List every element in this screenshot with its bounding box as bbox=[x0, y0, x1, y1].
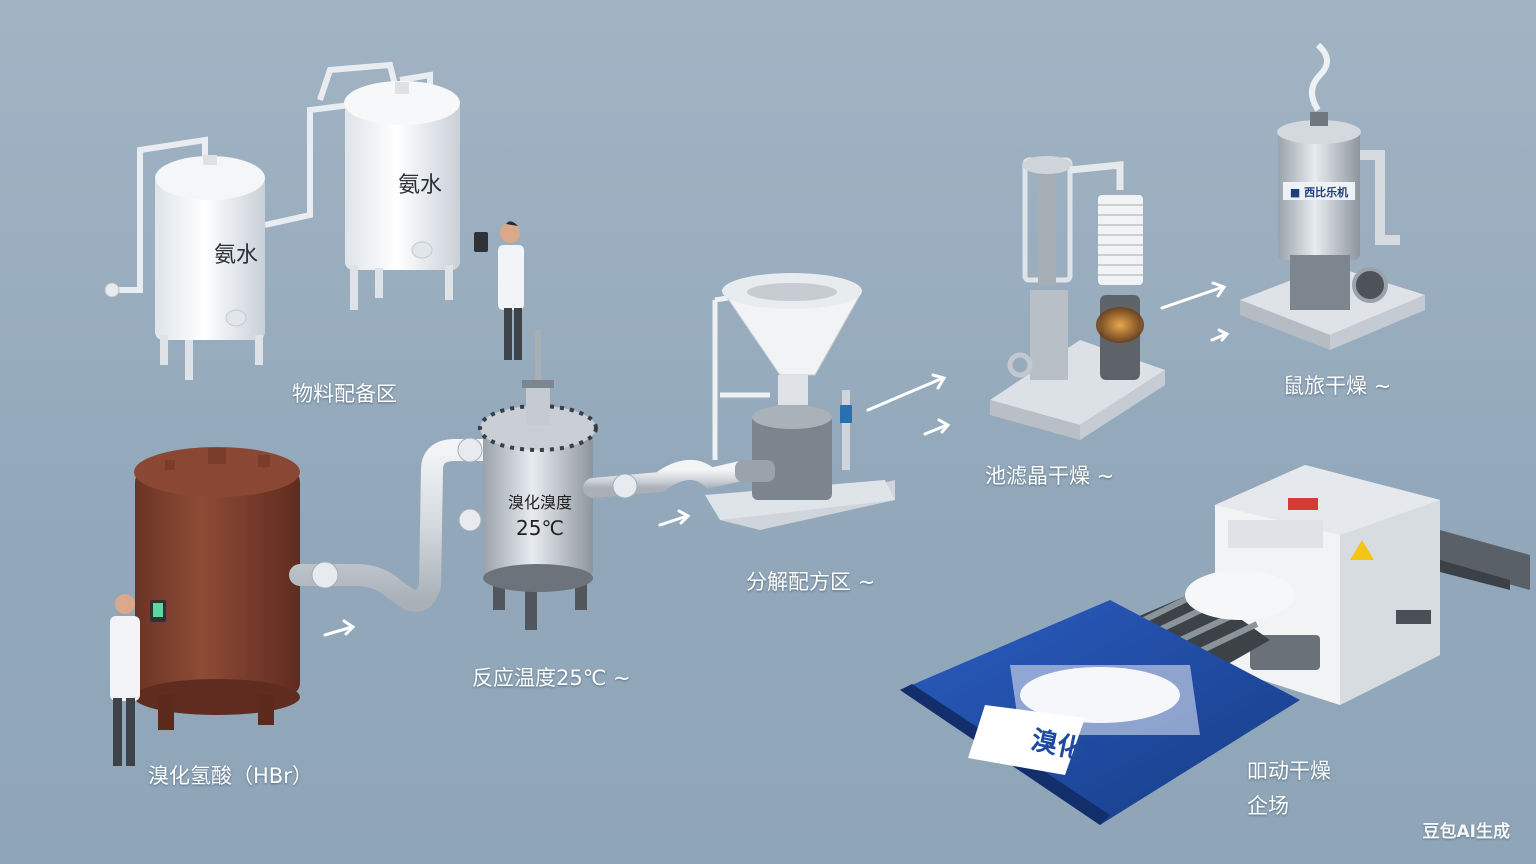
label-separation-area: 分解配方区 ~ bbox=[746, 570, 876, 594]
ammonia-right-label: 氨水 bbox=[398, 173, 442, 198]
air-dryer bbox=[1240, 42, 1425, 350]
flow-arrows bbox=[323, 281, 1230, 637]
worker-figure-bottom bbox=[110, 594, 166, 766]
label-vibration-dry-1: 吅动干燥 bbox=[1247, 759, 1331, 783]
label-crystal-dry: 池滤晶干燥 ~ bbox=[985, 464, 1115, 488]
label-air-dry: 鼠旅干燥 ~ bbox=[1283, 374, 1392, 398]
pipe-reactor-to-separator bbox=[583, 460, 755, 499]
pipe-hbr-to-reactor bbox=[289, 437, 501, 612]
hbr-tank bbox=[134, 447, 300, 730]
crystal-filter-dryer bbox=[990, 156, 1165, 440]
ai-watermark: 豆包AI生成 bbox=[1422, 822, 1510, 842]
label-reaction-temp: 反应温度25℃ ~ bbox=[472, 666, 631, 690]
separator-station bbox=[705, 273, 895, 530]
ammonia-tank-left bbox=[104, 102, 351, 380]
air-dryer-sign: ■ 西比乐机 bbox=[1290, 185, 1348, 199]
arrow-to-crystal-dryer-1 bbox=[866, 373, 947, 412]
ammonia-tank-right bbox=[317, 61, 460, 310]
arrow-to-crystal-dryer-2 bbox=[923, 418, 951, 436]
worker-figure-top bbox=[474, 221, 524, 360]
arrow-to-air-dryer-2 bbox=[1210, 328, 1230, 342]
reactor-label-line1: 溴化溴度 bbox=[508, 493, 572, 512]
label-hbr: 溴化氢酸（HBr） bbox=[148, 764, 313, 788]
vibration-dryer-machine bbox=[1215, 465, 1530, 705]
arrow-to-air-dryer-1 bbox=[1160, 281, 1227, 310]
arrow-to-separator bbox=[658, 509, 691, 527]
reactor-label-line2: 25℃ bbox=[516, 516, 564, 540]
label-raw-material-area: 物料配备区 bbox=[292, 382, 397, 406]
reactor-vessel bbox=[478, 330, 598, 630]
ammonia-left-label: 氨水 bbox=[214, 243, 258, 268]
product-bag bbox=[900, 600, 1300, 825]
label-vibration-dry-2: 企场 bbox=[1247, 794, 1289, 818]
arrow-to-reactor bbox=[323, 619, 356, 637]
